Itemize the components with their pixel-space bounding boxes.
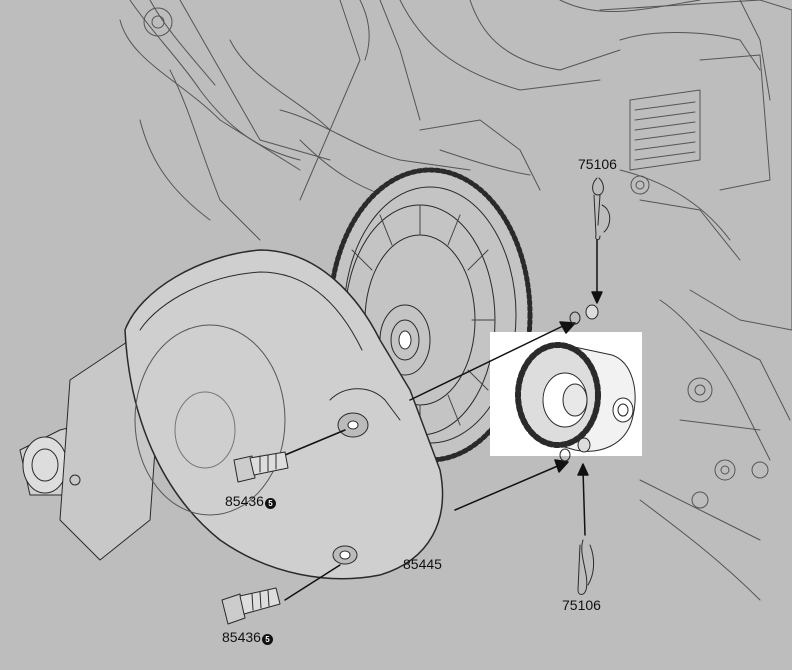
pinion-gear bbox=[515, 342, 636, 452]
assembly-arrows bbox=[284, 239, 603, 601]
screw-upper bbox=[233, 451, 289, 483]
label-clip-top: 75106 bbox=[578, 156, 617, 172]
label-clip-bottom: 75106 bbox=[562, 597, 601, 613]
gear-cover bbox=[124, 249, 444, 580]
label-screw-lower-badge: 5 bbox=[261, 634, 273, 645]
screw-lower bbox=[221, 587, 281, 625]
clip-top bbox=[569, 177, 611, 325]
label-screw-lower-part: 85436 bbox=[222, 629, 261, 645]
label-screw-upper-badge: 5 bbox=[264, 498, 276, 509]
label-screw-upper-part: 85436 bbox=[225, 493, 264, 509]
engine-block bbox=[599, 0, 792, 601]
clip-bottom bbox=[559, 437, 595, 595]
label-cover: 85445 bbox=[403, 556, 442, 572]
